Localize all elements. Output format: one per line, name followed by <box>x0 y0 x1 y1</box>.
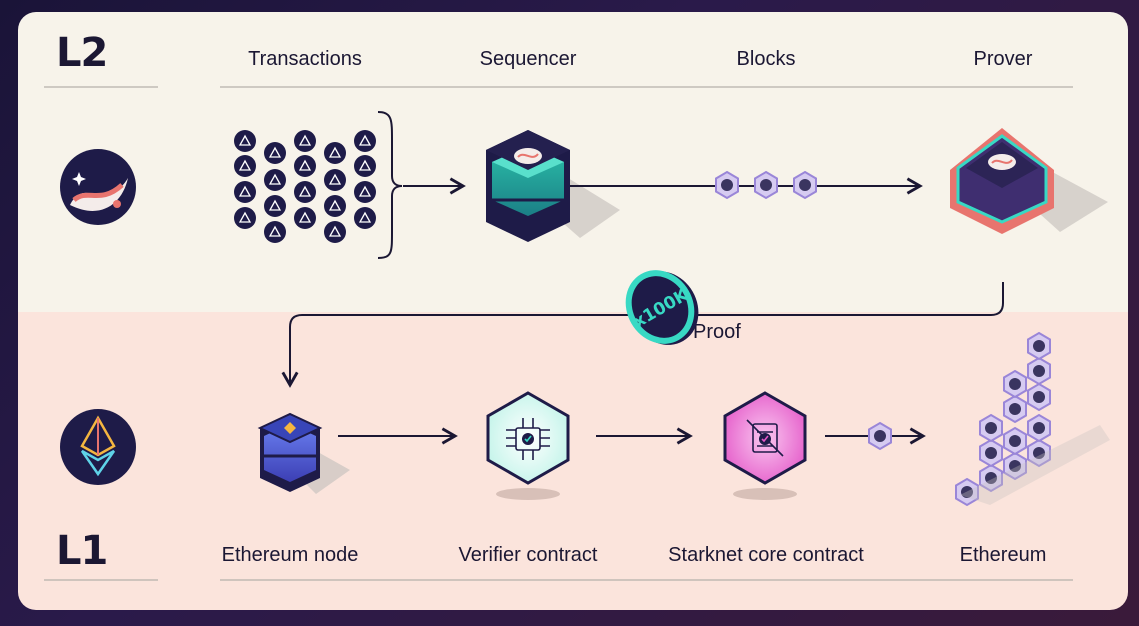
l1-band <box>18 312 1128 610</box>
transactions-label: Transactions <box>248 48 362 70</box>
ethereum-blockchain-icon <box>955 331 1110 507</box>
block-icon-2 <box>754 170 778 200</box>
ethereum-label: Ethereum <box>959 544 1047 566</box>
sequencer-label: Sequencer <box>479 48 577 70</box>
transactions-brace <box>377 111 403 259</box>
block-icon-3 <box>793 170 817 200</box>
block-icon-1 <box>715 170 739 200</box>
l2-band <box>18 12 1128 312</box>
proof-label: Proof <box>693 321 741 343</box>
state-block-icon <box>868 421 892 451</box>
l2-layer-label: L2 <box>56 30 108 76</box>
l1-layer-label: L1 <box>56 528 108 574</box>
ethereum-node-label: Ethereum node <box>221 544 359 566</box>
transaction-grid <box>234 130 376 243</box>
diagram-card <box>18 12 1128 610</box>
starknet-logo-icon <box>60 149 136 225</box>
sequencer-icon <box>486 130 620 242</box>
verifier-contract-icon <box>486 391 570 500</box>
verifier-contract-label: Verifier contract <box>458 544 598 566</box>
blocks-label: Blocks <box>736 48 796 70</box>
starknet-core-contract-icon <box>723 391 807 500</box>
prover-label: Prover <box>973 48 1033 70</box>
proof-coin-icon: x100K <box>625 270 699 345</box>
starknet-core-contract-label: Starknet core contract <box>668 544 864 566</box>
ethereum-logo-icon <box>60 409 136 485</box>
ethereum-node-icon <box>257 412 350 494</box>
prover-icon <box>950 128 1108 234</box>
header-dividers <box>44 86 1073 581</box>
